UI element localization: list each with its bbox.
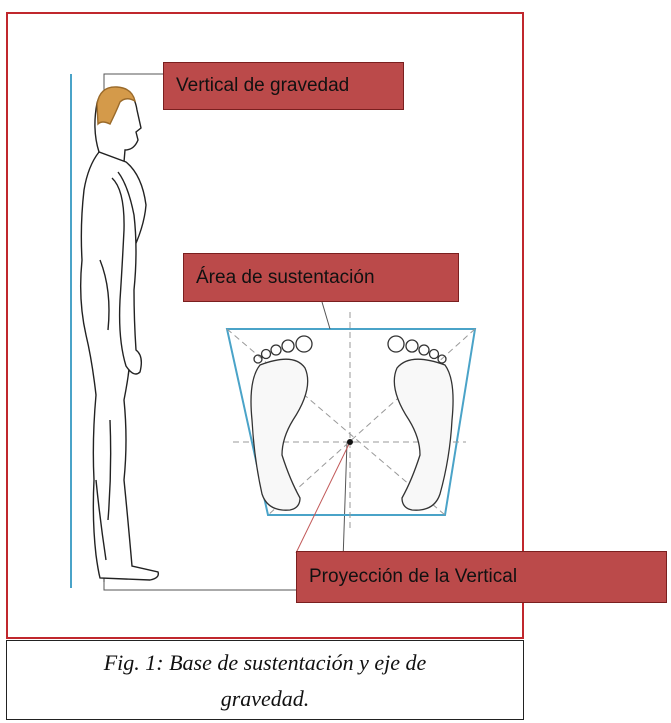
caption-line-1: Fig. 1: Base de sustentación y eje de [7, 645, 523, 681]
human-figure [81, 87, 159, 580]
label-proyeccion-de-la-vertical: Proyección de la Vertical [296, 551, 667, 603]
gravity-vertical-line [104, 74, 347, 590]
label-area-de-sustentacion: Área de sustentación [183, 253, 459, 302]
caption-line-2: gravedad. [7, 681, 523, 717]
label-vertical-de-gravedad: Vertical de gravedad [163, 62, 404, 110]
figure-caption: Fig. 1: Base de sustentación y eje de gr… [6, 640, 524, 720]
support-area-diagram [227, 302, 475, 553]
projection-point [347, 439, 353, 445]
right-footprint [388, 336, 453, 510]
